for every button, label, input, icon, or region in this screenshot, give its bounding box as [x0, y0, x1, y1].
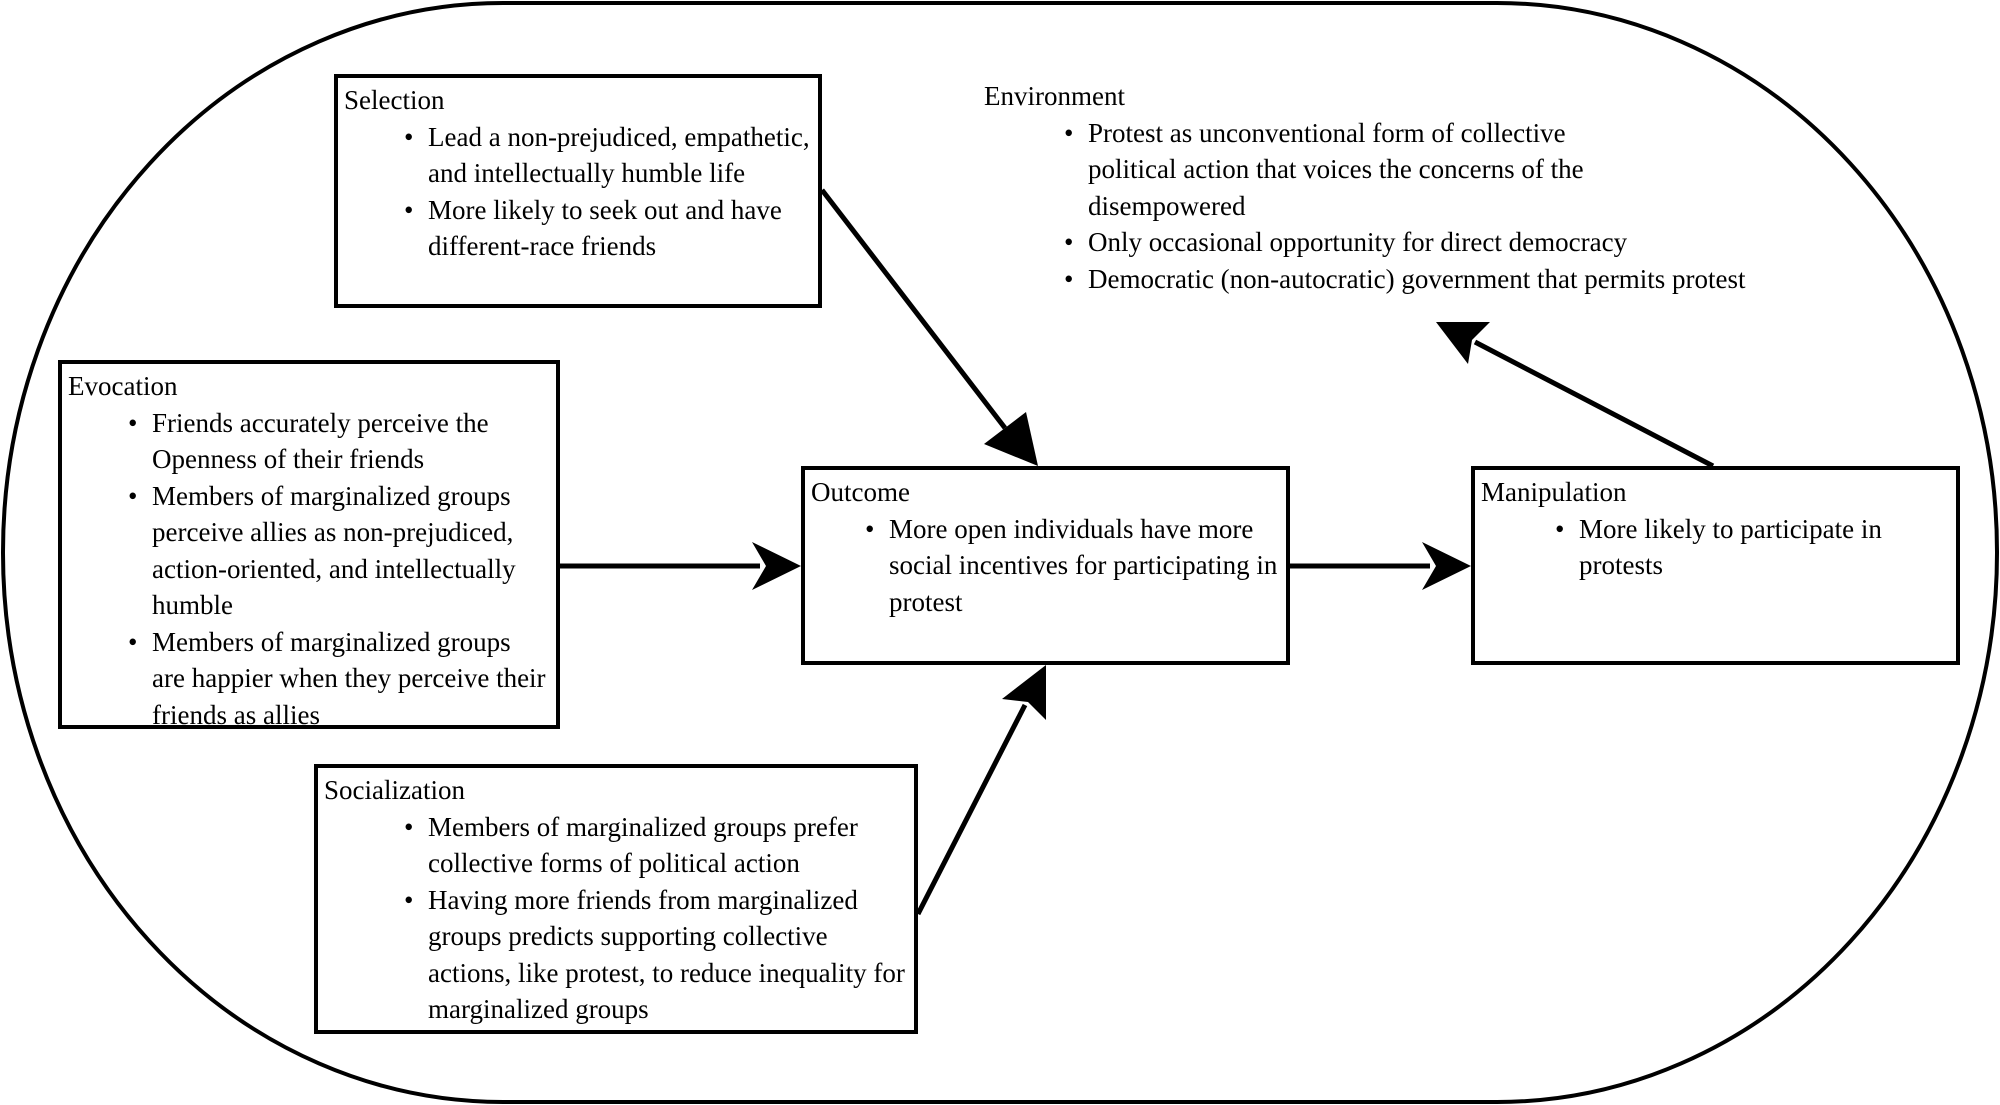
environment-item: Democratic (non-autocratic) government t…	[1064, 261, 1884, 298]
manipulation-title: Manipulation	[1481, 477, 1627, 507]
arrow-outcome-to-manipulation	[1290, 542, 1471, 590]
outcome-title: Outcome	[811, 477, 910, 507]
evocation-item: Members of marginalized groups perceive …	[128, 478, 550, 624]
socialization-box: Socialization Members of marginalized gr…	[314, 764, 918, 1034]
evocation-title: Evocation	[68, 371, 178, 401]
outcome-list: More open individuals have more social i…	[865, 511, 1280, 621]
socialization-title: Socialization	[324, 775, 465, 805]
evocation-box: Evocation Friends accurately perceive th…	[58, 360, 560, 730]
arrow-manipulation-to-environment	[1436, 322, 1715, 469]
selection-title: Selection	[344, 85, 445, 115]
socialization-item: Having more friends from marginalized gr…	[404, 882, 908, 1028]
arrow-socialization-to-outcome	[915, 665, 1046, 916]
environment-item: Only occasional opportunity for direct d…	[1064, 224, 1884, 261]
arrow-evocation-to-outcome	[560, 542, 801, 590]
environment-title: Environment	[984, 81, 1125, 111]
environment-list: Protest as unconventional form of collec…	[1064, 115, 1884, 298]
environment-item: Protest as unconventional form of collec…	[1064, 115, 1648, 225]
evocation-item: Friends accurately perceive the Openness…	[128, 405, 550, 478]
evocation-item: Members of marginalized groups are happi…	[128, 624, 550, 734]
socialization-list: Members of marginalized groups prefer co…	[404, 809, 908, 1028]
selection-box: Selection Lead a non-prejudiced, empathe…	[334, 74, 822, 308]
manipulation-list: More likely to participate in protests	[1555, 511, 1950, 584]
selection-item: Lead a non-prejudiced, empathetic, and i…	[404, 119, 812, 192]
manipulation-box: Manipulation More likely to participate …	[1471, 466, 1960, 665]
outcome-item: More open individuals have more social i…	[865, 511, 1280, 621]
evocation-list: Friends accurately perceive the Openness…	[128, 405, 550, 734]
outcome-box: Outcome More open individuals have more …	[801, 466, 1290, 665]
arrow-selection-to-outcome	[820, 188, 1038, 466]
manipulation-item: More likely to participate in protests	[1555, 511, 1950, 584]
socialization-item: Members of marginalized groups prefer co…	[404, 809, 908, 882]
environment-panel: Environment Protest as unconventional fo…	[984, 78, 1884, 297]
selection-list: Lead a non-prejudiced, empathetic, and i…	[404, 119, 812, 265]
selection-item: More likely to seek out and have differe…	[404, 192, 812, 265]
